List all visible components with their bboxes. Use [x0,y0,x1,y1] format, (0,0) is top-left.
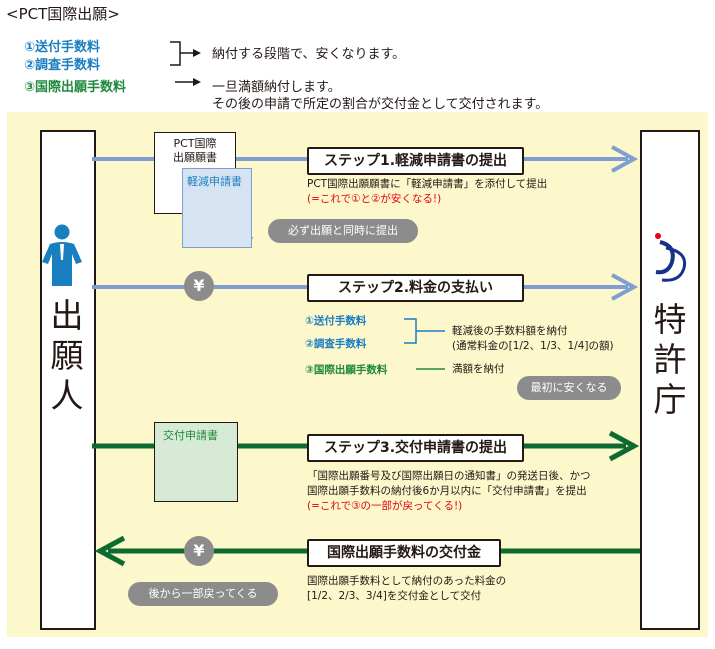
yen-refund-icon: ¥ [184,536,214,566]
reduction-request-doc: 軽減申請書 [182,168,252,248]
step4-title: 国際出願手数料の交付金 [307,539,501,567]
patent-office-logo-icon [655,233,687,282]
fee-sending: ①送付手数料 [24,40,101,55]
step2-fee-search: ②調査手数料 [305,338,367,350]
fee-international: ③国際出願手数料 [24,80,127,95]
step2-fee-sending: ①送付手数料 [305,315,367,327]
office-label: 特 許 庁 [653,300,687,419]
fee-search: ②調査手数料 [24,58,101,73]
step1-title: ステップ1.軽減申請書の提出 [307,147,524,175]
yen-icon: ¥ [184,271,214,301]
step2-callout: 最初に安くなる [517,376,621,400]
note-reduced: 納付する段階で、安くなります。 [212,47,406,62]
step2-desc-full: 満額を納付 [452,363,505,375]
step2-fee-international: ③国際出願手数料 [305,364,388,376]
step3-desc: 「国際出願番号及び国際出願日の通知書」の発送日後、かつ 国際出願手数料の納付後6… [307,470,591,512]
step1-callout: 必ず出願と同時に提出 [268,219,418,243]
step4-desc: 国際出願手数料として納付のあった料金の [1/2、2/3、3/4]を交付金として… [307,575,507,602]
applicant-person-icon [42,224,82,286]
note-full-1: 一旦満額納付します。 [212,80,341,95]
grant-request-doc: 交付申請書 [154,422,238,502]
applicant-label: 出 願 人 [50,296,84,415]
step3-title: ステップ3.交付申請書の提出 [307,434,524,462]
step2-title: ステップ2.料金の支払い [307,274,524,302]
note-full-2: その後の申請で所定の割合が交付金として交付されます。 [212,97,549,112]
step2-desc-reduced: 軽減後の手数料額を納付 (通常料金の[1/2、1/3、1/4]の額) [452,325,614,352]
page-title: <PCT国際出願> [6,5,120,23]
step4-callout: 後から一部戻ってくる [128,582,278,606]
applicant-column [40,130,96,630]
step1-desc: PCT国際出願願書に「軽減申請書」を添付して提出 (=これで①と②が安くなる!) [307,178,548,205]
office-column [640,130,700,630]
